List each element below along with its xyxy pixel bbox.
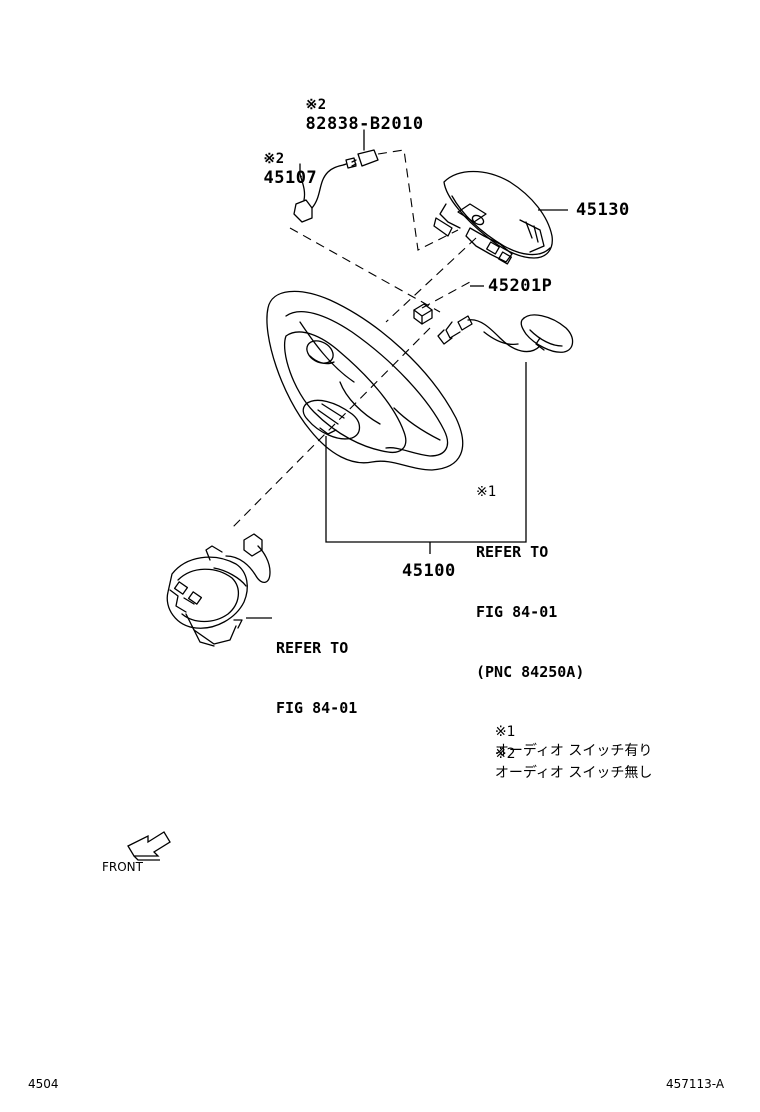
callout-45100: 45100	[402, 561, 456, 581]
callout-82838: ※2 82838-B2010	[284, 74, 424, 134]
refer-switch-line1: REFER TO	[476, 543, 549, 561]
front-label: FRONT	[102, 860, 143, 874]
refer-switch-block: ※1 REFER TO FIG 84-01 (PNC 84250A)	[476, 442, 584, 702]
steering-wheel-drawing	[266, 290, 464, 471]
horn-contact-drawing	[413, 303, 433, 325]
note-2-mark: ※2	[494, 746, 516, 762]
refer-switch-line3: (PNC 84250A)	[476, 663, 585, 681]
callout-45130: 45130	[576, 200, 630, 220]
footer-left-code: 4504	[28, 1077, 59, 1091]
refer-spiral-line1: REFER TO	[276, 639, 349, 657]
note-1-text: オーディオ スイッチ有り	[494, 743, 653, 759]
spiral-cable-drawing	[166, 533, 271, 647]
callout-82838-number: 82838-B2010	[305, 114, 424, 134]
connector-drawing	[351, 129, 379, 167]
note-2-text: オーディオ スイッチ無し	[494, 765, 653, 781]
callout-82838-mark: ※2	[305, 97, 327, 113]
note-2: ※2 オーディオ スイッチ無し	[486, 730, 652, 782]
note-1: ※1 オーディオ スイッチ有り	[486, 708, 652, 760]
front-arrow-icon	[127, 831, 171, 861]
refer-spiral-line2: FIG 84-01	[276, 699, 358, 717]
callout-45107: ※2 45107	[242, 128, 317, 188]
horn-wire-drawing	[293, 157, 357, 223]
audio-switch-drawing	[437, 314, 574, 353]
note-1-mark: ※1	[494, 724, 516, 740]
callout-45107-number: 45107	[263, 168, 318, 188]
callout-45201p: 45201P	[488, 276, 553, 296]
refer-spiral-block: REFER TO FIG 84-01	[276, 598, 357, 738]
airbag-module-drawing	[433, 170, 553, 265]
footer-right-code: 457113-A	[666, 1077, 725, 1091]
callout-45107-mark: ※2	[263, 151, 285, 167]
refer-switch-line2: FIG 84-01	[476, 603, 558, 621]
refer-switch-mark: ※1	[476, 484, 497, 500]
